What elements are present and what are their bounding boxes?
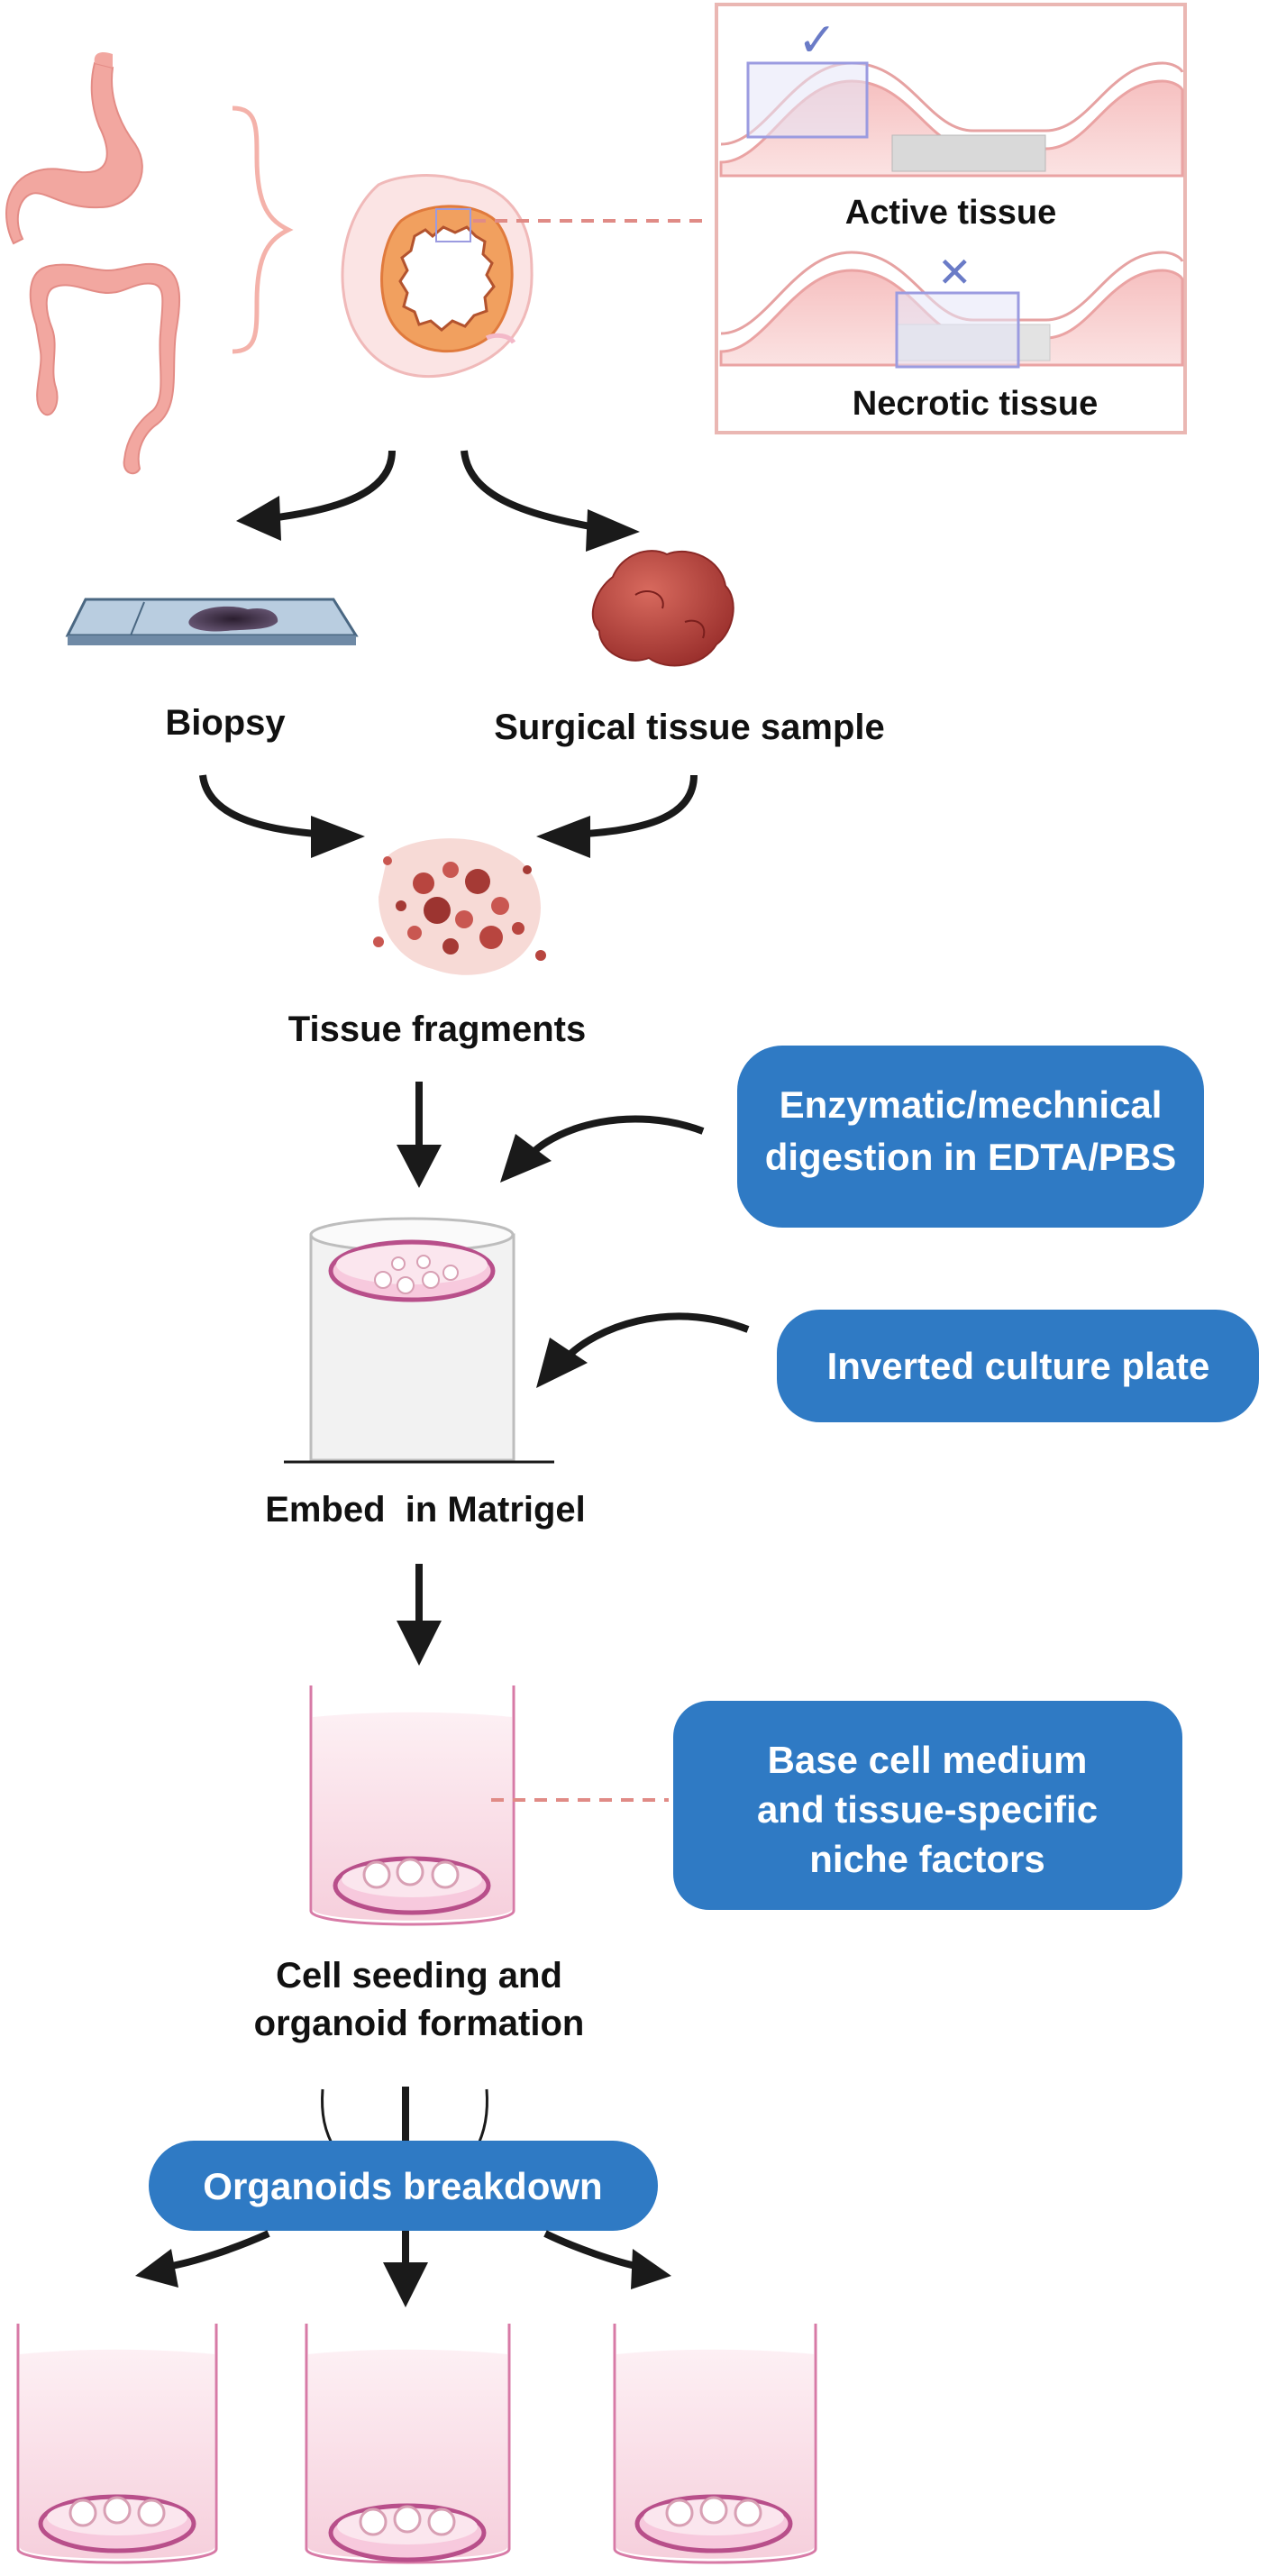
bottom-tube-2 <box>305 2324 511 2564</box>
split-arrow-down-right <box>543 2230 671 2289</box>
split-arrow-down-left <box>135 2230 270 2288</box>
medium-line-2: and tissue-specific <box>757 1788 1098 1831</box>
medium-line-3: niche factors <box>809 1838 1044 1880</box>
bottom-tube-1 <box>16 2324 218 2564</box>
stomach-icon <box>5 52 143 245</box>
split-arrow-right <box>461 450 640 552</box>
medium-line-1: Base cell medium <box>768 1739 1088 1781</box>
digestion-arrow <box>500 1115 705 1183</box>
necrotic-tissue-label: Necrotic tissue <box>853 385 1098 423</box>
arrow-down-1 <box>397 1082 442 1188</box>
tissue-fragments-icon <box>373 838 546 975</box>
split-arrow-down-center <box>383 2231 428 2307</box>
medium-callout: Base cell medium and tissue-specific nic… <box>673 1701 1182 1910</box>
inverted-culture-tube <box>284 1217 554 1464</box>
digestion-callout: Enzymatic/mechnical digestion in EDTA/PB… <box>737 1046 1204 1228</box>
organoids-breakdown-text: Organoids breakdown <box>203 2165 602 2207</box>
converge-arrow-left <box>199 774 365 858</box>
digestion-line-1: Enzymatic/mechnical <box>780 1083 1163 1126</box>
tumor-sample-icon <box>591 550 734 667</box>
inverted-plate-text: Inverted culture plate <box>827 1345 1210 1387</box>
inverted-plate-callout: Inverted culture plate <box>777 1310 1259 1422</box>
necrotic-x-mark: ✕ <box>937 249 972 296</box>
bottom-tube-3 <box>613 2324 817 2564</box>
inverted-plate-arrow <box>536 1312 750 1388</box>
active-check-mark: ✓ <box>798 14 837 67</box>
tissue-inset-panel: ✓ Active tissue ✕ Necrotic tissue <box>715 3 1187 434</box>
tissue-fragments-label: Tissue fragments <box>288 1009 587 1049</box>
surgical-sample-label: Surgical tissue sample <box>494 708 885 747</box>
converge-arrow-right <box>536 774 698 858</box>
split-arrow-left <box>236 450 396 541</box>
embed-label: Embed in Matrigel <box>265 1490 586 1530</box>
arrow-down-2 <box>397 1564 442 1666</box>
pipette-tip-left <box>321 2088 337 2151</box>
seeding-label-line-1: Cell seeding and <box>276 1956 562 1996</box>
brace <box>232 105 294 354</box>
colon-icon <box>29 262 181 475</box>
biopsy-slide-icon <box>65 598 359 645</box>
biopsy-label: Biopsy <box>165 703 286 743</box>
seeding-label-line-2: organoid formation <box>254 2004 585 2043</box>
organoids-breakdown-pill: Organoids breakdown <box>149 2141 658 2231</box>
seeding-culture-tube <box>309 1685 515 1926</box>
tissue-cross-section-icon <box>341 174 534 379</box>
pipette-tip-right <box>474 2088 488 2151</box>
digestion-line-2: digestion in EDTA/PBS <box>765 1136 1177 1178</box>
active-tissue-label: Active tissue <box>845 194 1056 232</box>
